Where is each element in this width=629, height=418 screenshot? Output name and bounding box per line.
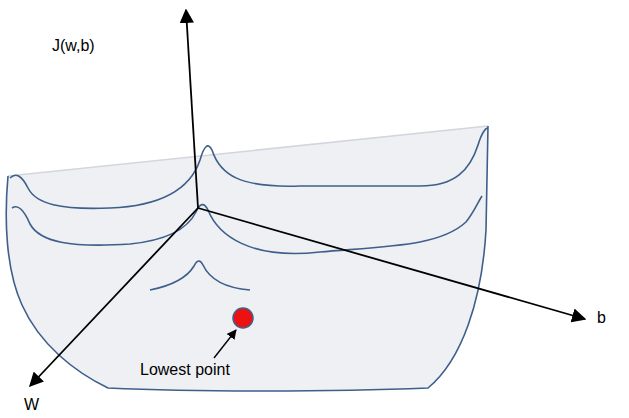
bowl-outline (6, 126, 488, 391)
axis-label: W (24, 395, 39, 414)
leader-arrow (214, 330, 236, 358)
b-axis (198, 208, 585, 319)
bowl-surface (6, 126, 488, 391)
w-axis (30, 208, 198, 386)
j-axis (186, 10, 198, 208)
lowest-point-dot (233, 308, 253, 328)
contour-line (12, 196, 482, 254)
contour-line (150, 261, 250, 290)
callout-label: Lowest point (140, 360, 230, 379)
contour-line (10, 128, 488, 208)
axis-label: b (597, 308, 606, 327)
axis-label: J(w,b) (52, 36, 95, 55)
bowl-rim (8, 126, 488, 176)
